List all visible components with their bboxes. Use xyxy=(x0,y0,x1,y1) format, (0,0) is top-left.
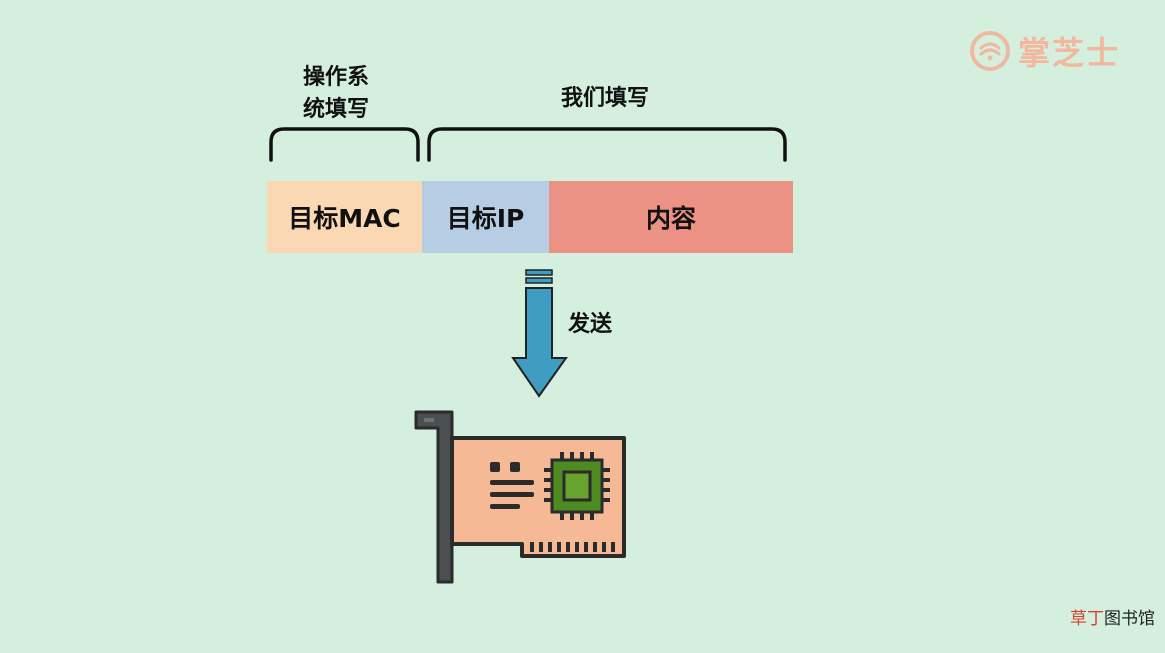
brand-logo: 掌芝士 xyxy=(970,28,1120,74)
os-fill-label: 操作系 统填写 xyxy=(288,62,384,126)
send-label: 发送 xyxy=(568,312,613,337)
os-fill-line1: 操作系 xyxy=(302,65,369,90)
watermark: 草丁图书馆 xyxy=(1070,604,1155,629)
packet-ip-field: 目标IP xyxy=(422,181,549,253)
logo-text: 掌芝士 xyxy=(1018,34,1121,72)
watermark-part2: 图书馆 xyxy=(1104,609,1155,629)
send-down-arrow-icon xyxy=(511,269,568,398)
watermark-part1: 草丁 xyxy=(1070,609,1104,629)
logo-icon xyxy=(970,31,1010,71)
we-fill-label: 我们填写 xyxy=(560,86,649,111)
network-card-icon xyxy=(414,410,626,584)
os-fill-line2: 统填写 xyxy=(302,97,369,122)
os-brace xyxy=(269,127,420,162)
we-brace xyxy=(427,127,787,162)
packet-mac-field: 目标MAC xyxy=(267,181,422,253)
packet-content-field: 内容 xyxy=(549,181,793,253)
